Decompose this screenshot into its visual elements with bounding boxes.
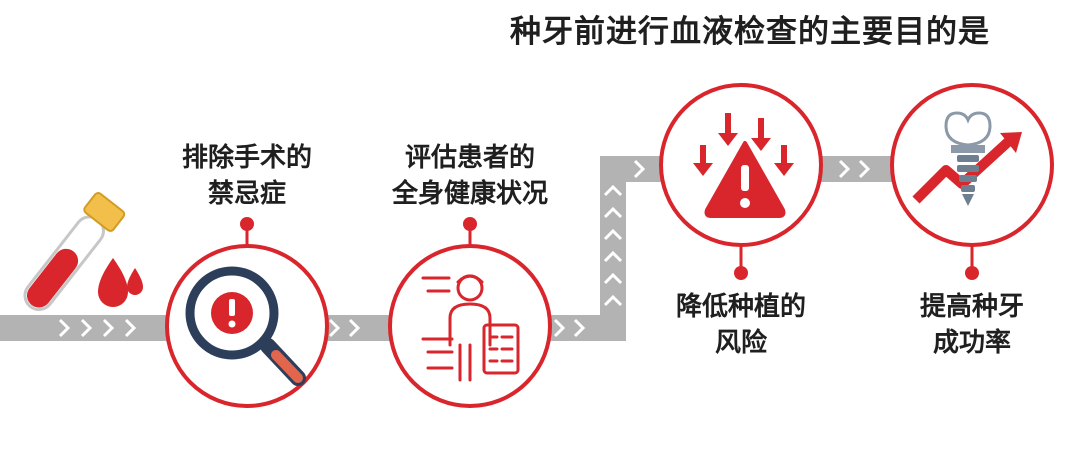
step-2-connector	[463, 217, 477, 248]
step-2-label-line-2: 全身健康状况	[391, 179, 548, 209]
magnifier-alert-icon	[185, 266, 306, 386]
step-4-label-line-1: 提高种牙	[919, 292, 1024, 322]
step-2-label-line-1: 评估患者的	[404, 143, 535, 173]
page-title: 种牙前进行血液检查的主要目的是	[510, 14, 990, 50]
step-4-connector	[965, 245, 979, 280]
step-3-circle	[659, 83, 823, 247]
step-3-label-line-2: 风险	[714, 328, 767, 358]
step-1-label-line-1: 排除手术的	[181, 143, 312, 173]
step-2-label: 评估患者的 全身健康状况	[360, 140, 580, 212]
step-1-label: 排除手术的 禁忌症	[157, 140, 337, 212]
step-1-connector	[240, 217, 254, 248]
step-1-circle	[165, 244, 329, 408]
step-4-circle	[890, 83, 1054, 247]
step-1-label-line-2: 禁忌症	[207, 179, 286, 209]
warning-arrows-icon	[693, 113, 794, 218]
step-4-label-line-2: 成功率	[932, 328, 1011, 358]
step-3-label-line-1: 降低种植的	[675, 292, 806, 322]
step-3-label: 降低种植的 风险	[651, 289, 831, 361]
step-4-label: 提高种牙 成功率	[882, 289, 1062, 361]
blood-test-tube-icon	[23, 192, 143, 311]
implant-growth-icon	[912, 111, 1022, 206]
step-2-circle	[388, 244, 552, 408]
patient-clipboard-icon	[421, 274, 520, 382]
step-3-connector	[734, 245, 748, 280]
